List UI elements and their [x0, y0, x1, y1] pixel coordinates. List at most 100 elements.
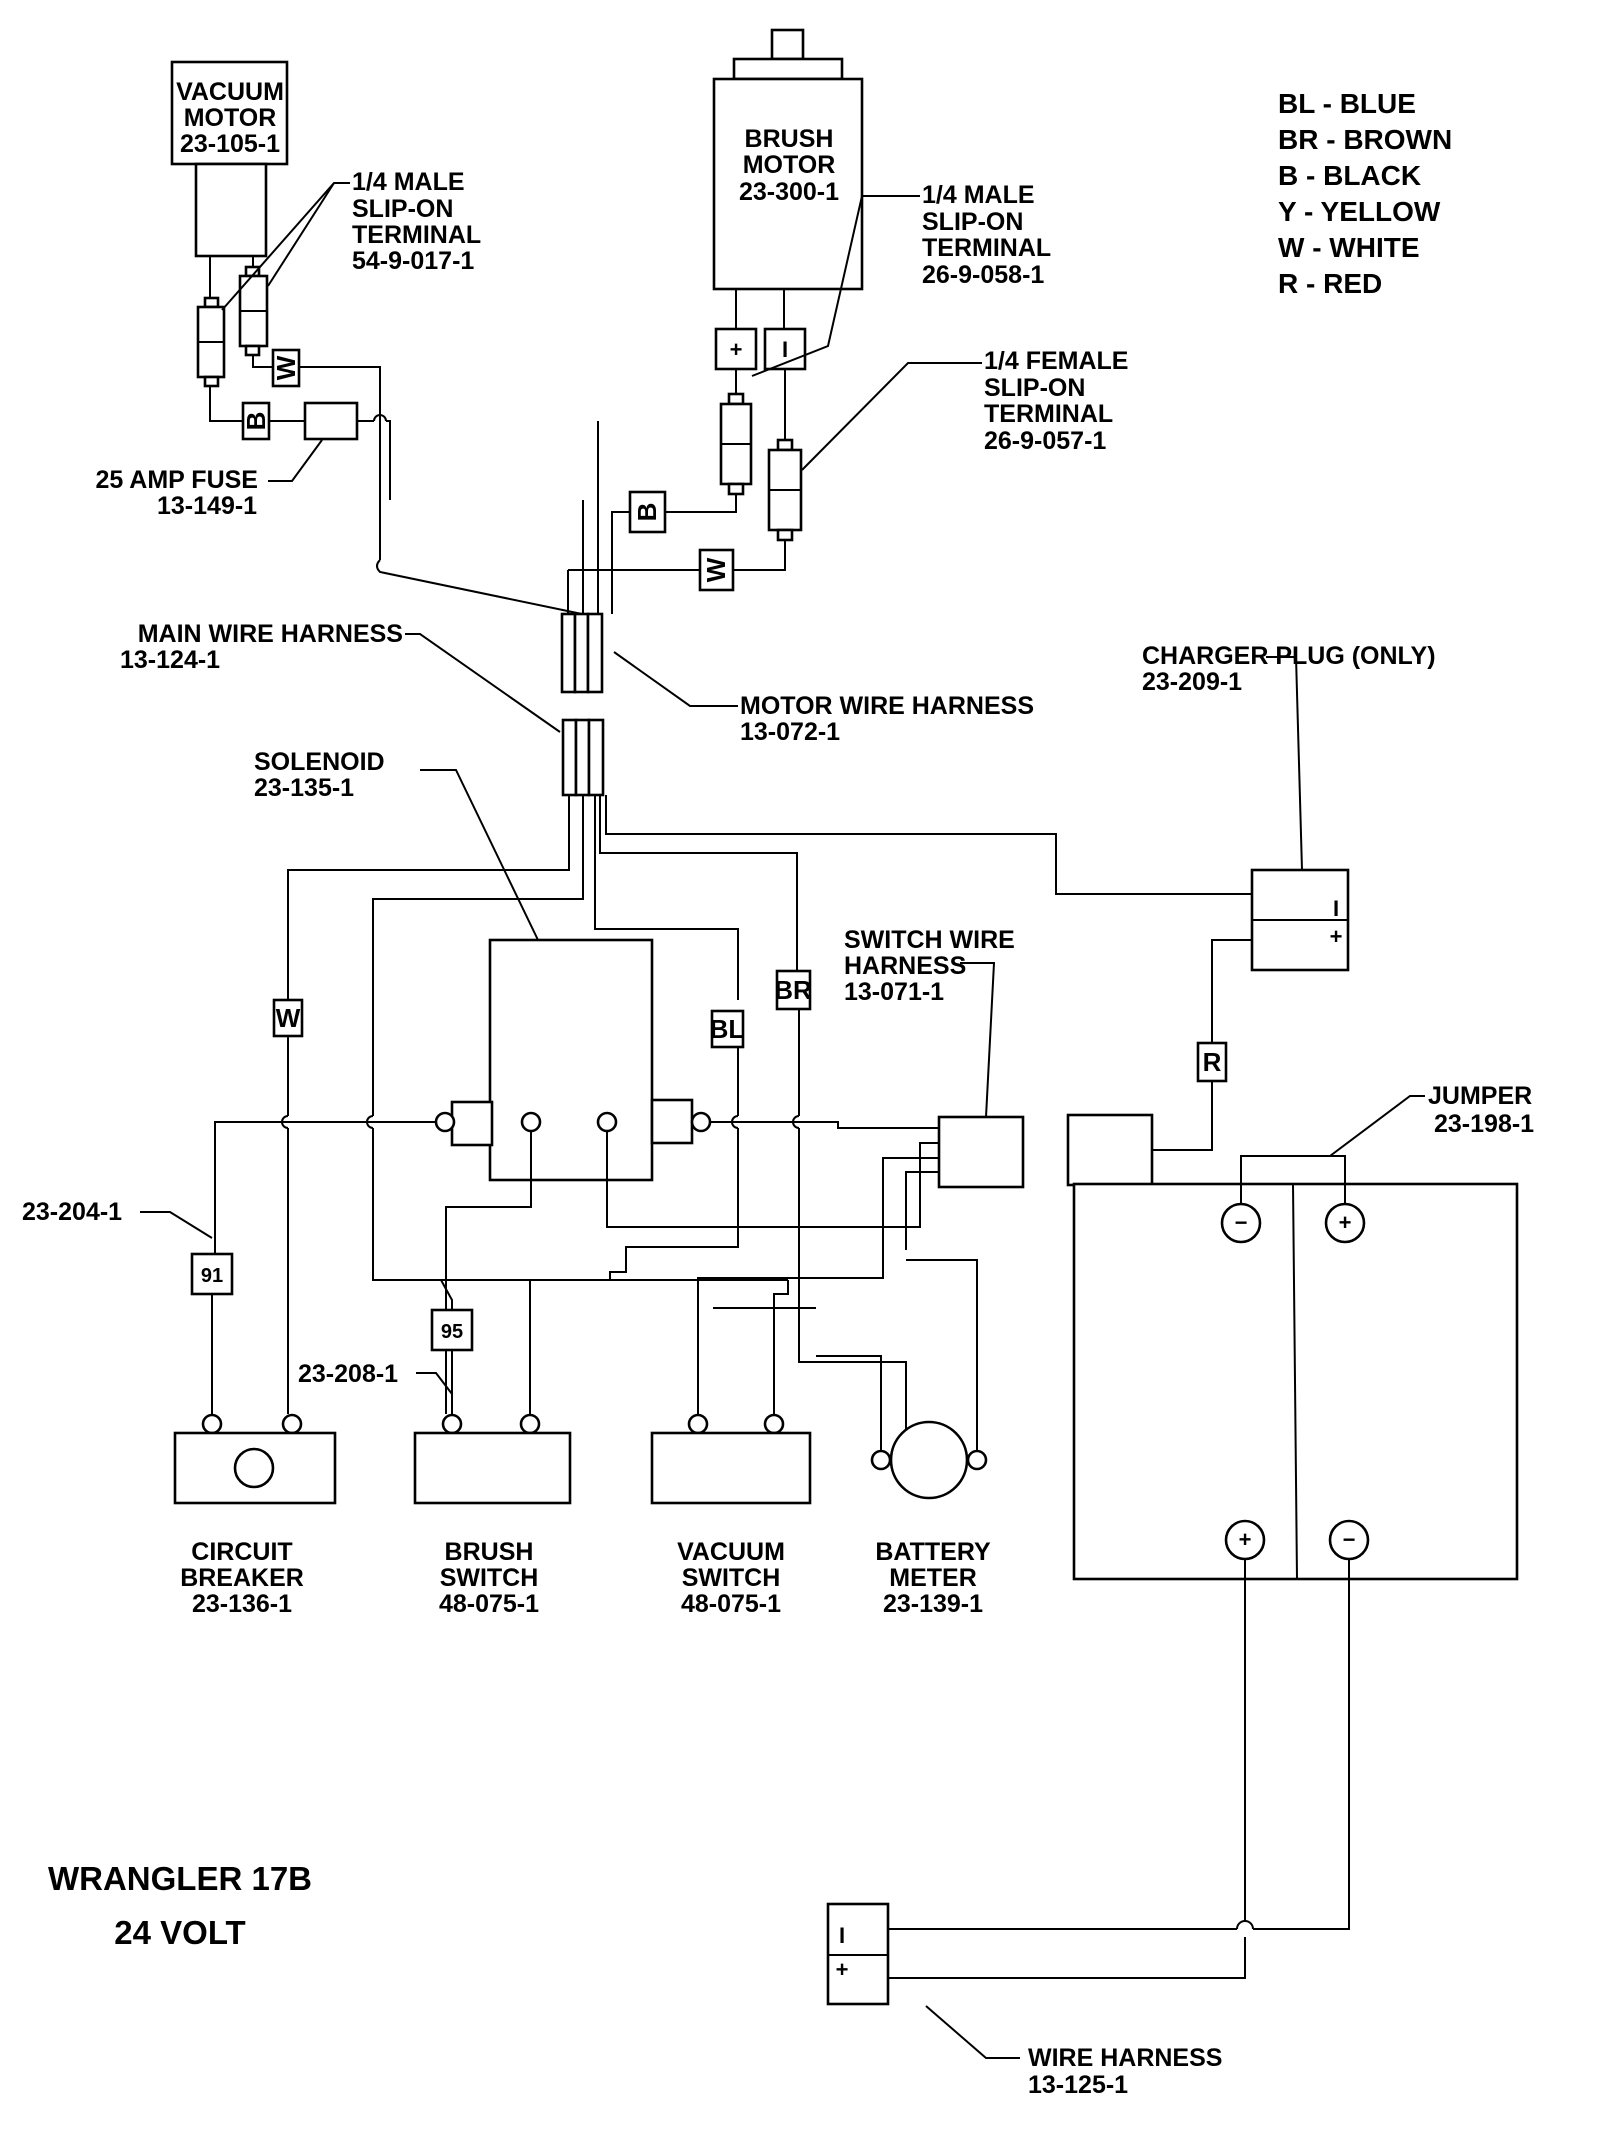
battery-terminal-top-minus: −	[1220, 1202, 1262, 1244]
color-legend: BL - BLUE BR - BROWN B - BLACK Y - YELLO…	[1278, 88, 1452, 299]
brush-switch-label-2: SWITCH	[440, 1564, 539, 1592]
vacuum-slip-on-terminals	[196, 256, 269, 388]
battery-meter-label-2: METER	[889, 1564, 977, 1592]
fuse-part-number: 13-149-1	[157, 492, 257, 520]
brush-male-terminal-part-number: 26-9-058-1	[922, 261, 1044, 289]
battery-terminal-bottom-plus: +	[1224, 1519, 1266, 1561]
brush-switch-label-1: BRUSH	[445, 1538, 534, 1566]
brush-motor-wires: B W	[580, 490, 786, 592]
brush-male-terminal-label-1: 1/4 MALE	[922, 181, 1035, 209]
solenoid-part-number: 23-135-1	[254, 774, 354, 802]
charger-minus-sign: I	[1333, 896, 1339, 921]
brush-motor-plus-sign: +	[730, 337, 743, 362]
vacuum-terminal-label-1: 1/4 MALE	[352, 168, 465, 196]
wire-tag-b-vacuum: B	[241, 412, 271, 431]
charger-plus-sign: +	[1330, 924, 1343, 949]
vacuum-switch-label-2: SWITCH	[682, 1564, 781, 1592]
brush-motor-part-number: 23-300-1	[739, 178, 839, 206]
main-harness-label: MAIN WIRE HARNESS	[138, 620, 403, 648]
switch-wire-harness: SWITCH WIRE HARNESS 13-071-1	[697, 926, 1025, 1414]
brush-male-terminal-label-2: SLIP-ON	[922, 208, 1023, 236]
legend-item: BR - BROWN	[1278, 124, 1452, 155]
battery-meter-part-number: 23-139-1	[883, 1590, 983, 1618]
vacuum-motor: VACUUM MOTOR 23-105-1	[170, 60, 289, 258]
vacuum-motor-part-number: 23-105-1	[180, 130, 280, 158]
diagram-title: WRANGLER 17B 24 VOLT	[48, 1860, 312, 1951]
battery-harness-plus-sign: +	[836, 1957, 849, 1982]
model-title: WRANGLER 17B	[48, 1860, 312, 1897]
svg-text:−: −	[1343, 1527, 1356, 1552]
wire-tag-b-brush: B	[632, 503, 662, 522]
wire-tag-95: 95	[441, 1321, 463, 1343]
vacuum-terminal-callout: 1/4 MALE SLIP-ON TERMINAL 54-9-017-1	[221, 168, 481, 311]
solenoid: SOLENOID 23-135-1	[254, 748, 712, 1182]
legend-item: Y - YELLOW	[1278, 196, 1441, 227]
circuit-breaker: CIRCUIT BREAKER 23-136-1	[173, 1413, 337, 1618]
fuse: 25 AMP FUSE 13-149-1	[95, 401, 391, 520]
switch-harness-label-1: SWITCH WIRE	[844, 926, 1015, 954]
charger-plug-label: CHARGER PLUG (ONLY)	[1142, 642, 1436, 670]
svg-text:−: −	[1235, 1210, 1248, 1235]
legend-item: BL - BLUE	[1278, 88, 1416, 119]
female-terminal-part-number: 26-9-057-1	[984, 427, 1106, 455]
svg-text:+: +	[1339, 1210, 1352, 1235]
vacuum-terminal-label-2: SLIP-ON	[352, 195, 453, 223]
brush-male-terminal-label-3: TERMINAL	[922, 234, 1051, 262]
wire-tag-bl-main: BL	[710, 1014, 745, 1044]
wire-208-label: 23-208-1	[298, 1360, 398, 1388]
brush-slip-on-terminals	[719, 369, 803, 542]
battery-meter: BATTERY METER 23-139-1	[816, 1259, 991, 1618]
wire-tag-w-vacuum: W	[271, 355, 301, 380]
legend-item: R - RED	[1278, 268, 1382, 299]
battery-terminal-bottom-minus: −	[1328, 1519, 1370, 1561]
battery-harness-label: WIRE HARNESS	[1028, 2044, 1222, 2072]
circuit-breaker-label-1: CIRCUIT	[191, 1538, 292, 1566]
jumper: JUMPER 23-198-1	[1240, 1082, 1534, 1204]
wire-tag-r-charger: R	[1203, 1047, 1222, 1077]
wire-208: 23-208-1 95	[298, 1279, 474, 1414]
brush-male-terminal-callout: 1/4 MALE SLIP-ON TERMINAL 26-9-058-1	[751, 181, 1051, 377]
vacuum-motor-label-2: MOTOR	[184, 104, 277, 132]
brush-motor-label-2: MOTOR	[743, 151, 836, 179]
female-terminal-label-1: 1/4 FEMALE	[984, 347, 1128, 375]
wire-tag-w-main: W	[276, 1003, 301, 1033]
battery-harness-part-number: 13-125-1	[1028, 2071, 1128, 2099]
vacuum-terminal-part-number: 54-9-017-1	[352, 247, 474, 275]
circuit-breaker-label-2: BREAKER	[180, 1564, 304, 1592]
brush-motor: BRUSH MOTOR 23-300-1 + I	[712, 28, 864, 371]
brush-motor-minus-sign: I	[782, 337, 788, 362]
battery-meter-label-1: BATTERY	[875, 1538, 991, 1566]
wire-204: 23-204-1 91	[22, 1198, 234, 1414]
svg-text:+: +	[1239, 1527, 1252, 1552]
wire-bundle-upper	[376, 420, 613, 615]
battery-wire-harness: I + WIRE HARNESS 13-125-1	[826, 1559, 1350, 2099]
switch-harness-label-3: 13-071-1	[844, 978, 944, 1006]
voltage-subtitle: 24 VOLT	[114, 1914, 245, 1951]
jumper-label: JUMPER	[1428, 1082, 1532, 1110]
switch-harness-label-2: HARNESS	[844, 952, 966, 980]
main-harness-wires: W BL BR	[272, 795, 1252, 1450]
vacuum-terminal-label-3: TERMINAL	[352, 221, 481, 249]
fuse-label: 25 AMP FUSE	[95, 466, 258, 494]
battery-terminal-top-plus: +	[1324, 1202, 1366, 1244]
wire-204-label: 23-204-1	[22, 1198, 122, 1226]
motor-harness-part-number: 13-072-1	[740, 718, 840, 746]
battery-pack: − + + −	[1072, 1182, 1519, 1581]
vacuum-motor-wires: W B	[209, 348, 381, 441]
main-harness-part-number: 13-124-1	[120, 646, 220, 674]
wire-tag-91: 91	[201, 1265, 223, 1287]
brush-switch: BRUSH SWITCH 48-075-1	[413, 1413, 572, 1618]
vacuum-switch-part-number: 48-075-1	[681, 1590, 781, 1618]
female-terminal-label-3: TERMINAL	[984, 400, 1113, 428]
charger-plug: I + CHARGER PLUG (ONLY) 23-209-1 R	[1066, 642, 1436, 1187]
jumper-part-number: 23-198-1	[1434, 1110, 1534, 1138]
battery-harness-minus-sign: I	[839, 1923, 845, 1948]
vacuum-switch-label-1: VACUUM	[677, 1538, 785, 1566]
motor-harness-label: MOTOR WIRE HARNESS	[740, 692, 1034, 720]
motor-wire-harness: MOTOR WIRE HARNESS 13-072-1	[560, 612, 1034, 746]
circuit-breaker-part-number: 23-136-1	[192, 1590, 292, 1618]
legend-item: W - WHITE	[1278, 232, 1420, 263]
wire-tag-br-main: BR	[774, 975, 812, 1005]
female-terminal-label-2: SLIP-ON	[984, 374, 1085, 402]
